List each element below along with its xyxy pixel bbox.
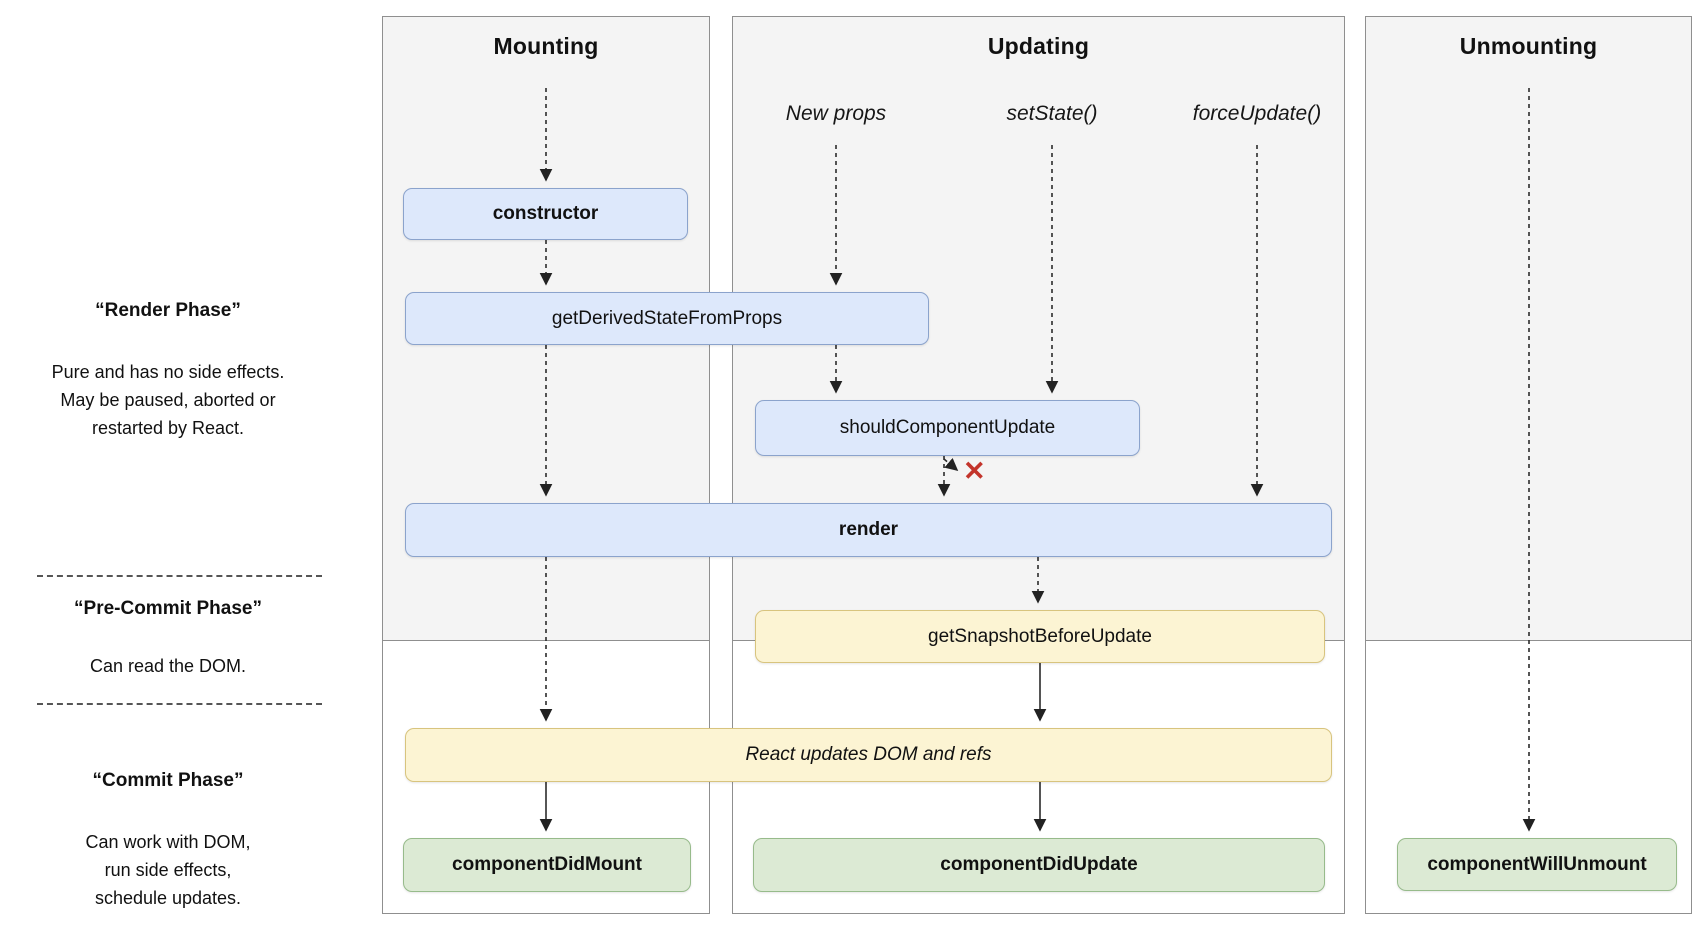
- pre-commit-phase-title: “Pre-Commit Phase”: [74, 598, 262, 619]
- column-title-unmounting: Unmounting: [1459, 33, 1598, 59]
- unmounting-render-region: Unmounting: [1366, 17, 1691, 641]
- commit-phase-description: Can work with DOM, run side effects, sch…: [85, 832, 251, 908]
- update-blocked-x-icon: ✕: [963, 456, 986, 486]
- node-render: render: [405, 503, 1332, 557]
- node-componentdidmount: componentDidMount: [403, 838, 691, 892]
- commit-phase-title: “Commit Phase”: [92, 770, 244, 791]
- column-title-updating: Updating: [987, 33, 1090, 59]
- node-react-updates-dom: React updates DOM and refs: [405, 728, 1332, 782]
- trigger-setstate: setState(): [1006, 102, 1098, 125]
- render-phase-description: Pure and has no side effects. May be pau…: [51, 362, 285, 438]
- column-unmounting: Unmounting: [1365, 16, 1692, 914]
- pre-commit-phase-description: Can read the DOM.: [89, 656, 247, 676]
- render-phase-title: “Render Phase”: [95, 300, 241, 321]
- node-componentdidupdate: componentDidUpdate: [753, 838, 1325, 892]
- node-getderivedstatefromprops: getDerivedStateFromProps: [405, 292, 929, 345]
- trigger-forceupdate: forceUpdate(): [1192, 102, 1322, 125]
- node-getsnapshotbeforeupdate: getSnapshotBeforeUpdate: [755, 610, 1325, 663]
- node-componentwillunmount: componentWillUnmount: [1397, 838, 1677, 891]
- phase-divider: [37, 703, 322, 705]
- trigger-new-props: New props: [785, 102, 887, 125]
- node-constructor: constructor: [403, 188, 688, 240]
- column-title-mounting: Mounting: [493, 33, 599, 59]
- phase-divider: [37, 575, 322, 577]
- node-shouldcomponentupdate: shouldComponentUpdate: [755, 400, 1140, 456]
